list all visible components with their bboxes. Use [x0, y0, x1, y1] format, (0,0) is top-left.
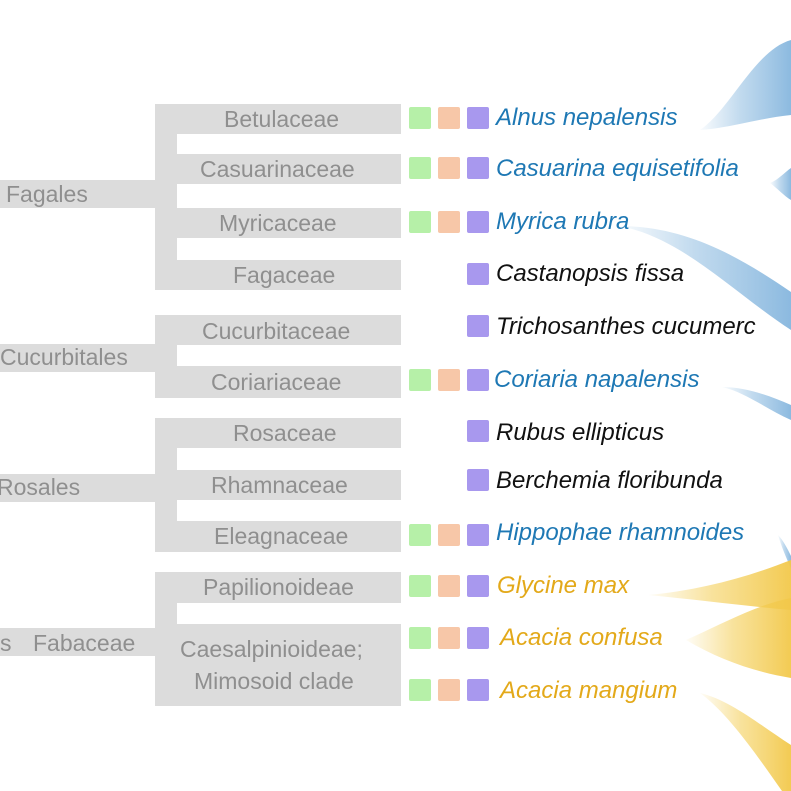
species-castanopsis-fissa: Castanopsis fissa [496, 260, 685, 287]
family-bar-coriariaceae [177, 366, 401, 398]
purple-marker [467, 469, 489, 491]
purple-marker [467, 627, 489, 649]
family-bar-caesalpinioideae [177, 624, 401, 706]
orange-marker [438, 107, 460, 129]
orange-marker [438, 369, 460, 391]
family-bar-fagaceae [177, 260, 401, 290]
family-label-caesalpinioideae: Caesalpinioideae; [180, 636, 363, 662]
purple-marker [467, 679, 489, 701]
family-label-fagaceae: Fagaceae [233, 262, 336, 288]
family-label-betulaceae: Betulaceae [224, 106, 340, 132]
purple-marker [467, 575, 489, 597]
species-myrica-rubra: Myrica rubra [496, 208, 630, 235]
purple-marker [467, 107, 489, 129]
ribbon-alnus [700, 40, 791, 130]
ribbon-acacia-confusa [686, 598, 791, 678]
green-marker [409, 575, 431, 597]
family-label-cucurbitaceae: Cucurbitaceae [202, 318, 351, 344]
orange-marker [438, 211, 460, 233]
green-marker [409, 157, 431, 179]
purple-marker [467, 369, 489, 391]
family-label-mimosoid-clade: Mimosoid clade [194, 668, 354, 694]
family-bar-myricaceae [177, 208, 401, 238]
ribbon-myrica [618, 226, 791, 330]
order-bar-fabaceae [0, 628, 156, 656]
family-bar-rhamnaceae [177, 470, 401, 500]
species-glycine-max: Glycine max [497, 572, 630, 599]
purple-marker [467, 524, 489, 546]
green-marker [409, 211, 431, 233]
order-label-fabales-fragment: s [0, 630, 12, 656]
species-rubus-ellipticus: Rubus ellipticus [496, 419, 665, 446]
family-label-rosaceae: Rosaceae [233, 420, 337, 446]
purple-marker [467, 315, 489, 337]
family-bar-eleagnaceae [177, 521, 401, 552]
green-marker [409, 524, 431, 546]
green-marker [409, 679, 431, 701]
purple-marker [467, 420, 489, 442]
orange-marker [438, 679, 460, 701]
family-label-rhamnaceae: Rhamnaceae [211, 472, 348, 498]
connector-cucurbitales [155, 315, 177, 398]
ribbon-glycine [648, 560, 791, 610]
connector-fagales [155, 104, 177, 290]
family-bar-papilionoideae [177, 572, 401, 603]
green-marker [409, 107, 431, 129]
purple-marker [467, 211, 489, 233]
family-label-myricaceae: Myricaceae [219, 210, 337, 236]
green-marker [409, 369, 431, 391]
connector-fabaceae [155, 572, 177, 706]
species-casuarina-equisetifolia: Casuarina equisetifolia [496, 155, 739, 182]
orange-marker [438, 575, 460, 597]
order-bar-fagales [0, 180, 158, 208]
connector-rosales [155, 418, 177, 552]
species-hippophae-rhamnoides: Hippophae rhamnoides [496, 519, 745, 546]
family-label-casuarinaceae: Casuarinaceae [200, 156, 355, 182]
family-label-coriariaceae: Coriariaceae [211, 369, 342, 395]
ribbon-coriaria [722, 387, 791, 420]
order-label-fagales: Fagales [6, 181, 88, 207]
order-label-cucurbitales: Cucurbitales [0, 344, 128, 370]
family-label-eleagnaceae: Eleagnaceae [214, 523, 349, 549]
family-bar-betulaceae [177, 104, 401, 134]
species-acacia-confusa: Acacia confusa [500, 624, 663, 651]
ribbon-acacia-mangium [700, 693, 791, 791]
orange-marker [438, 157, 460, 179]
order-label-fabaceae: Fabaceae [33, 630, 136, 656]
green-marker [409, 627, 431, 649]
ribbon-hippophae [778, 535, 791, 568]
species-trichosanthes: Trichosanthes cucumerc [496, 313, 756, 340]
family-bar-rosaceae [177, 418, 401, 448]
family-bar-cucurbitaceae [177, 315, 401, 345]
ribbon-casuarina [770, 168, 791, 200]
species-acacia-mangium: Acacia mangium [500, 677, 678, 704]
family-bar-casuarinaceae [177, 154, 401, 184]
purple-marker [467, 263, 489, 285]
species-berchemia-floribunda: Berchemia floribunda [496, 467, 723, 494]
order-bar-rosales [0, 474, 156, 502]
family-label-papilionoideae: Papilionoideae [203, 574, 354, 600]
order-label-rosales: Rosales [0, 474, 81, 500]
species-coriaria-napalensis: Coriaria napalensis [494, 366, 700, 393]
orange-marker [438, 524, 460, 546]
species-alnus-nepalensis: Alnus nepalensis [496, 104, 678, 131]
orange-marker [438, 627, 460, 649]
purple-marker [467, 157, 489, 179]
order-bar-cucurbitales [0, 344, 156, 372]
